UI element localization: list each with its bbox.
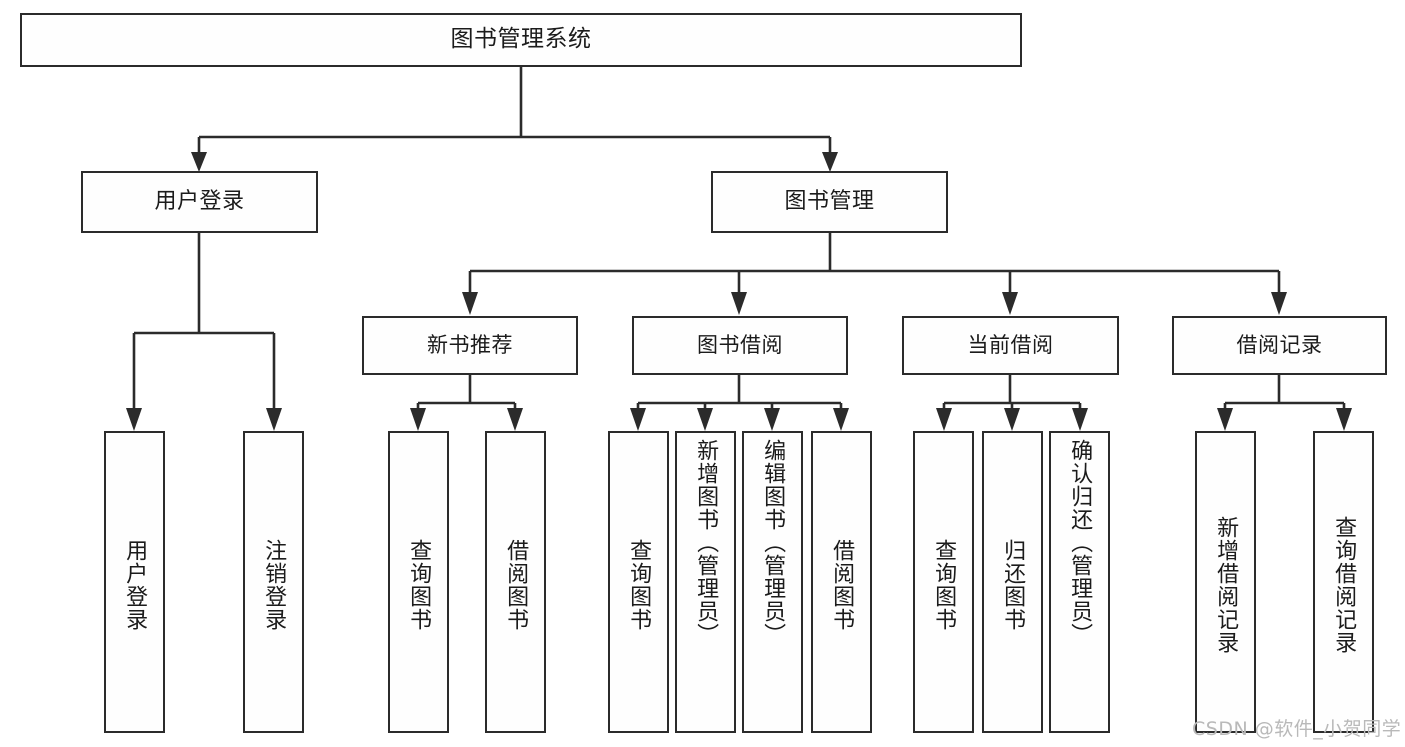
leaf-cb-query-book[interactable]: 查询图书 [913, 431, 974, 733]
node-label: 用户登录 [154, 189, 245, 215]
arrowhead-borrow-record [1271, 292, 1287, 315]
node-label: 借阅图书 [829, 539, 855, 631]
node-borrow-record[interactable]: 借阅记录 [1172, 316, 1387, 375]
csdn-watermark: CSDN @软件_小贺同学 [1192, 718, 1402, 740]
node-label: 借阅记录 [1236, 333, 1323, 358]
arrowhead-nb-leaf2 [507, 408, 523, 431]
node-label: 新增借阅记录 [1213, 516, 1239, 654]
leaf-cb-confirm-return-admin[interactable]: 确认归还（管理员） [1049, 431, 1110, 733]
node-book-borrow[interactable]: 图书借阅 [632, 316, 848, 375]
node-new-book-recommend[interactable]: 新书推荐 [362, 316, 578, 375]
arrowhead-user-login [191, 152, 207, 172]
leaf-bb-borrow-book[interactable]: 借阅图书 [811, 431, 872, 733]
leaf-nb-query-book[interactable]: 查询图书 [388, 431, 449, 733]
node-label: 确认归还（管理员） [1067, 439, 1093, 646]
arrowhead-bb-leaf1 [630, 408, 646, 431]
node-label: 借阅图书 [503, 539, 529, 631]
arrowhead-leaf-user-login [126, 408, 142, 431]
leaf-br-add-record[interactable]: 新增借阅记录 [1195, 431, 1256, 733]
node-label: 用户登录 [122, 539, 148, 631]
leaf-bb-query-book[interactable]: 查询图书 [608, 431, 669, 733]
node-label: 查询图书 [626, 539, 652, 631]
arrowhead-current-borrow [1002, 292, 1018, 315]
node-label: 查询图书 [406, 539, 432, 631]
arrowhead-bb-leaf3 [764, 408, 780, 431]
node-label: 新书推荐 [427, 333, 513, 358]
arrowhead-br-leaf2 [1336, 408, 1352, 431]
node-label: 当前借阅 [967, 333, 1054, 358]
node-current-borrow[interactable]: 当前借阅 [902, 316, 1119, 375]
leaf-cb-return-book[interactable]: 归还图书 [982, 431, 1043, 733]
leaf-nb-borrow-book[interactable]: 借阅图书 [485, 431, 546, 733]
arrowhead-book-borrow [731, 292, 747, 315]
arrowhead-nb-leaf1 [410, 408, 426, 431]
arrowhead-bb-leaf4 [833, 408, 849, 431]
arrowhead-leaf-logout [266, 408, 282, 431]
node-label: 编辑图书（管理员） [760, 439, 786, 646]
node-label: 归还图书 [1000, 539, 1026, 631]
arrowhead-cb-leaf2 [1004, 408, 1020, 431]
leaf-bb-add-book-admin[interactable]: 新增图书（管理员） [675, 431, 736, 733]
arrowhead-br-leaf1 [1217, 408, 1233, 431]
arrowhead-cb-leaf1 [936, 408, 952, 431]
arrowhead-book-manage [822, 152, 838, 172]
node-user-login[interactable]: 用户登录 [81, 171, 318, 233]
arrowhead-bb-leaf2 [697, 408, 713, 431]
node-label: 图书管理系统 [450, 26, 592, 53]
leaf-bb-edit-book-admin[interactable]: 编辑图书（管理员） [742, 431, 803, 733]
node-label: 查询图书 [931, 539, 957, 631]
leaf-logout[interactable]: 注销登录 [243, 431, 304, 733]
arrowhead-new-book [462, 292, 478, 315]
node-label: 图书管理 [784, 189, 875, 215]
node-label: 注销登录 [261, 539, 287, 631]
node-root-system[interactable]: 图书管理系统 [20, 13, 1022, 67]
leaf-user-login[interactable]: 用户登录 [104, 431, 165, 733]
node-label: 图书借阅 [697, 333, 783, 358]
node-label: 查询借阅记录 [1331, 516, 1357, 654]
leaf-br-query-record[interactable]: 查询借阅记录 [1313, 431, 1374, 733]
node-book-management[interactable]: 图书管理 [711, 171, 948, 233]
node-label: 新增图书（管理员） [693, 439, 719, 646]
arrowhead-cb-leaf3 [1072, 408, 1088, 431]
